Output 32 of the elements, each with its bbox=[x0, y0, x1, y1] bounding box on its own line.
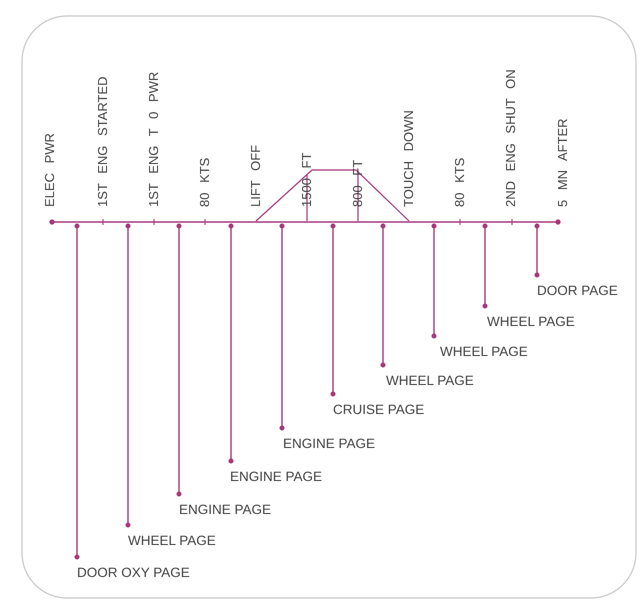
page-label: WHEEL PAGE bbox=[487, 314, 575, 330]
event-label: ELEC PWR bbox=[42, 133, 57, 207]
leader-line bbox=[482, 224, 488, 308]
event-label: 5 MN AFTER bbox=[555, 118, 570, 207]
event-label: 80 KTS bbox=[452, 158, 467, 207]
page-label: ENGINE PAGE bbox=[179, 502, 272, 518]
leader-line bbox=[126, 224, 130, 528]
page-label: CRUISE PAGE bbox=[333, 402, 424, 418]
event-label: 1ST ENG STARTED bbox=[95, 76, 110, 207]
page-label: WHEEL PAGE bbox=[128, 533, 216, 549]
leader-line bbox=[176, 224, 182, 496]
event-label: TOUCH DOWN bbox=[401, 110, 416, 207]
page-label: ENGINE PAGE bbox=[230, 469, 322, 485]
leader-line bbox=[432, 224, 436, 338]
page-label: WHEEL PAGE bbox=[440, 344, 528, 360]
event-label: 800 FT bbox=[350, 160, 365, 207]
page-label: ENGINE PAGE bbox=[283, 436, 376, 452]
event-label: 1ST ENG T 0 PWR bbox=[146, 72, 161, 207]
leader-line bbox=[534, 224, 540, 278]
page-label: DOOR OXY PAGE bbox=[77, 565, 190, 581]
leader-line bbox=[330, 224, 336, 396]
event-label: LIFT OFF bbox=[248, 144, 263, 207]
leader-line bbox=[74, 224, 80, 560]
page-label: WHEEL PAGE bbox=[386, 373, 474, 389]
event-label: 1500 FT bbox=[299, 152, 314, 207]
timeline-axis bbox=[49, 218, 561, 226]
event-label: 80 KTS bbox=[197, 158, 212, 207]
leader-line bbox=[380, 224, 386, 368]
leader-line bbox=[228, 224, 234, 464]
leader-line bbox=[280, 224, 284, 430]
event-label: 2ND ENG SHUT ON bbox=[503, 69, 518, 207]
page-label: DOOR PAGE bbox=[537, 283, 618, 299]
